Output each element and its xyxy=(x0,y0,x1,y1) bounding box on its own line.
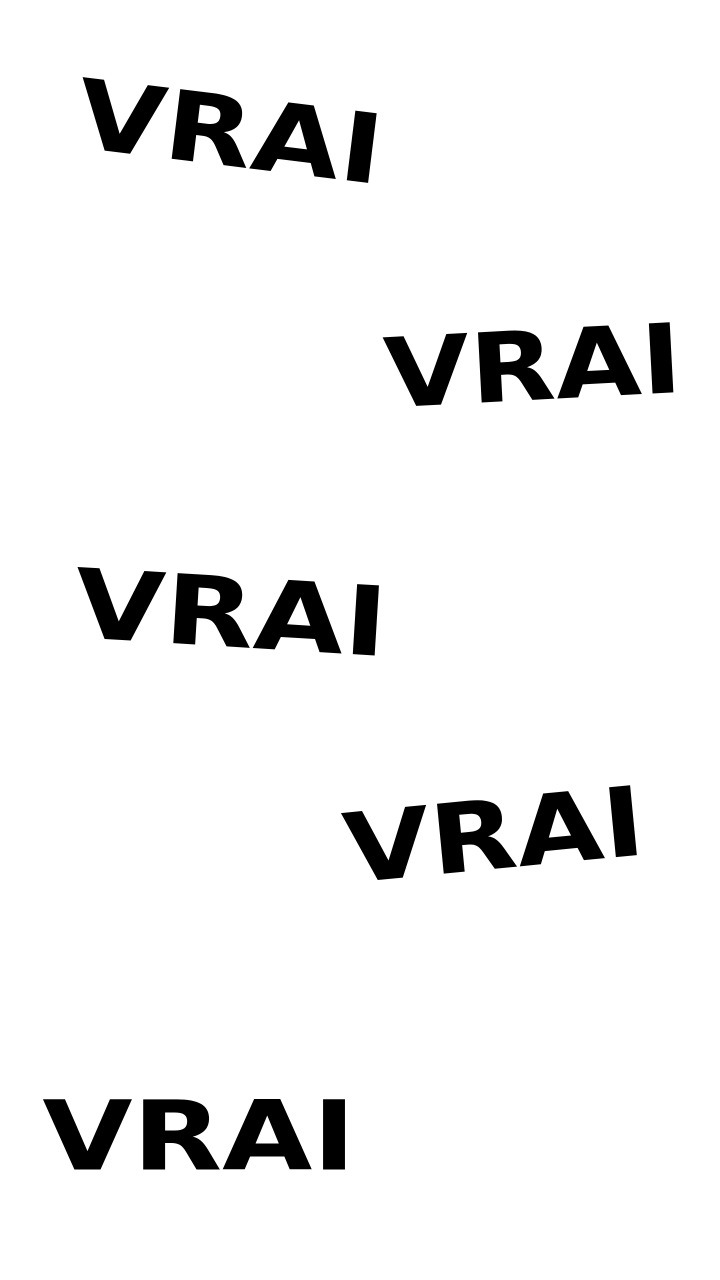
word-vrai-5: VRAI xyxy=(42,1081,356,1193)
word-vrai-1: VRAI xyxy=(70,58,390,208)
word-vrai-3: VRAI xyxy=(71,548,391,680)
word-vrai-2: VRAI xyxy=(381,303,685,431)
word-vrai-4: VRAI xyxy=(338,765,650,907)
